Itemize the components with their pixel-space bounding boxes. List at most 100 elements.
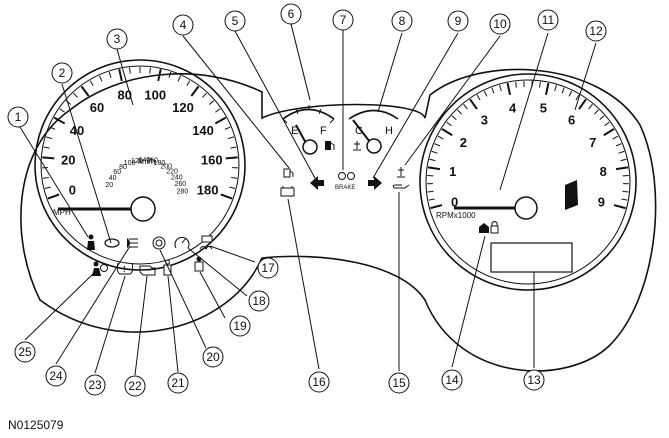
speedometer-tick-label: 140 xyxy=(192,123,214,138)
callout-number: 22 xyxy=(128,379,142,393)
tachometer-unit: RPMx1000 xyxy=(436,211,476,220)
engine-coolant-warning-icon xyxy=(397,167,405,178)
tachometer-tick xyxy=(463,103,468,110)
callout-circle xyxy=(388,372,410,394)
tachometer-tick xyxy=(612,135,619,140)
callout-number: 5 xyxy=(232,14,239,28)
speedometer-tick-label: 100 xyxy=(144,88,166,103)
fog-lamp-icon xyxy=(104,238,120,248)
tachometer-tick xyxy=(588,103,593,110)
speedometer-tick-marks xyxy=(42,67,238,200)
speedometer-tick-label: 160 xyxy=(201,152,223,167)
tachometer-tick xyxy=(431,150,438,154)
tachometer-outer-ring xyxy=(419,73,637,291)
speedometer-tick xyxy=(224,126,231,130)
speedometer-tick-label: 40 xyxy=(70,123,84,138)
tachometer-tick xyxy=(539,81,541,88)
callout-circle xyxy=(391,10,413,32)
callout-circle xyxy=(7,106,29,128)
brake-warning-icon xyxy=(338,172,355,180)
callout-circle xyxy=(167,372,189,394)
speedometer-tick xyxy=(43,146,50,149)
callout-number: 14 xyxy=(445,373,459,387)
speedometer-hub xyxy=(130,196,156,222)
callout-circle xyxy=(172,14,194,36)
callout-circle xyxy=(229,315,251,337)
speedometer-tick-label: 60 xyxy=(90,100,104,115)
tachometer-tick xyxy=(594,109,599,115)
callout-number: 20 xyxy=(206,350,220,364)
callout-circle xyxy=(308,371,330,393)
speedometer-tick xyxy=(230,146,237,149)
tachometer-tick xyxy=(615,143,622,147)
check-engine-icon xyxy=(139,265,156,276)
fuel-gauge: E F xyxy=(282,105,335,155)
airbag-warning-icon xyxy=(92,261,108,276)
tachometer-tick xyxy=(575,94,580,101)
speedometer-tick xyxy=(186,80,191,87)
speedometer-tick xyxy=(129,67,131,74)
tachometer-tick xyxy=(427,166,441,171)
tachometer-tick xyxy=(430,204,443,210)
speedometer-tick xyxy=(49,126,56,130)
speedometer-tick xyxy=(215,108,221,113)
tachometer-tick xyxy=(618,150,625,154)
temperature-gauge-arc xyxy=(348,109,399,120)
callout-circle xyxy=(124,375,146,397)
speedometer-kmh-tick-label: 80 xyxy=(119,164,127,171)
tachometer-tick xyxy=(621,198,628,201)
speedometer-tick xyxy=(168,71,172,78)
callout-number: 9 xyxy=(455,14,462,28)
tachometer-tick xyxy=(483,90,488,97)
svg-text:!: ! xyxy=(123,265,126,274)
callout-number: 16 xyxy=(312,375,326,389)
speedometer-tick xyxy=(149,67,151,74)
callout-circle xyxy=(45,365,67,387)
tachometer-tick xyxy=(451,115,457,121)
speedometer-tick xyxy=(47,193,60,200)
tachometer-tick-label: 0 xyxy=(451,195,458,210)
document-id: N0125079 xyxy=(8,418,64,432)
callout-circle xyxy=(585,20,607,42)
tachometer-tick-label: 2 xyxy=(460,135,467,150)
battery-icon xyxy=(280,186,295,197)
callout-number: 7 xyxy=(340,13,347,27)
temperature-gauge-hub xyxy=(366,138,382,154)
speedometer-tick xyxy=(229,186,236,190)
callout-number: 19 xyxy=(233,319,247,333)
temperature-gauge-cold-label: C xyxy=(355,125,363,137)
callout-circle xyxy=(224,10,246,32)
tachometer-tick xyxy=(427,190,434,193)
callout-number: 24 xyxy=(49,369,63,383)
tachometer-rim xyxy=(425,79,631,285)
callout-number: 13 xyxy=(527,373,541,387)
speedometer-tick xyxy=(118,69,123,82)
speedometer-tick xyxy=(220,193,233,200)
speedometer-kmh-tick-label: 280 xyxy=(177,188,189,195)
callout-circle xyxy=(51,62,73,84)
turn-signal-right-icon xyxy=(368,176,382,190)
oil-pressure-icon xyxy=(392,184,410,189)
callout-number: 25 xyxy=(18,345,32,359)
tachometer-tick-label: 6 xyxy=(568,113,575,128)
tachometer-tick-label: 7 xyxy=(589,135,596,150)
tachometer-tick xyxy=(561,87,565,94)
tachometer-tick-label: 5 xyxy=(540,101,547,116)
speedometer-kmh-tick-label: 160 xyxy=(146,158,158,165)
speedometer-kmh-tick-label: 140 xyxy=(139,157,151,164)
cluster-bezel xyxy=(20,68,657,372)
callout-number: 1 xyxy=(15,110,22,124)
brake-warning-label: BRAKE xyxy=(335,185,355,191)
callout-number: 3 xyxy=(114,32,121,46)
callout-number: 23 xyxy=(88,378,102,392)
speedometer-tick xyxy=(214,116,227,125)
tachometer-tick-label: 4 xyxy=(509,101,517,116)
tachometer-tick xyxy=(578,98,587,110)
tachometer-tick xyxy=(457,109,462,115)
fuel-door-icon xyxy=(283,168,294,178)
callout-leaders xyxy=(19,23,597,376)
speedometer-tick xyxy=(89,80,94,87)
